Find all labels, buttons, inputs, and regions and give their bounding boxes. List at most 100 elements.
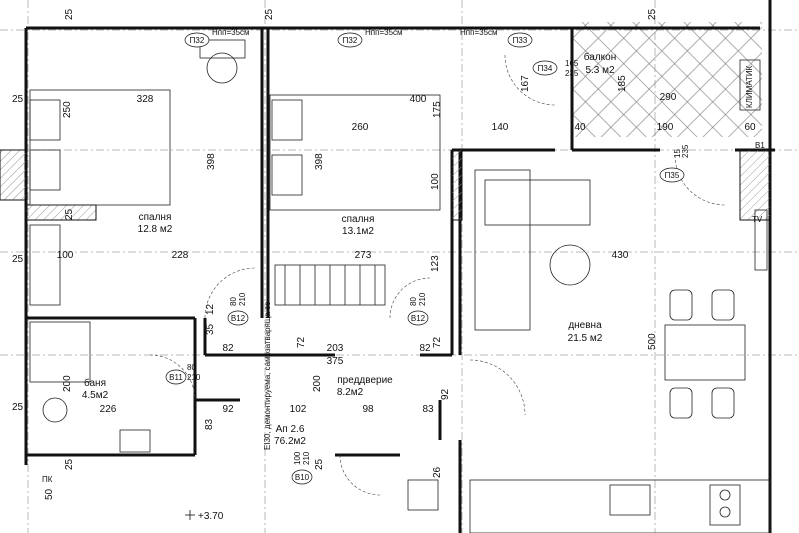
- dim-83a: 83: [422, 404, 434, 415]
- dim-25e: 25: [264, 8, 275, 20]
- dim-165: 165: [565, 59, 579, 68]
- bath-area: 4.5м2: [82, 390, 109, 401]
- tag-p132a: П32: [190, 36, 205, 45]
- dim-35: 35: [205, 323, 216, 335]
- apartment-area: 76.2м2: [274, 436, 306, 447]
- tv-unit: [754, 209, 768, 271]
- tag-b12b: В12: [411, 314, 426, 323]
- tag-b1: В1: [755, 141, 765, 150]
- dim-203: 203: [327, 343, 344, 354]
- dimensions: 328 400 260 398 398 250 228 100 273 100 …: [12, 8, 756, 500]
- dim-102: 102: [290, 404, 307, 415]
- dim-398a: 398: [206, 153, 217, 170]
- dim-190: 190: [657, 122, 674, 133]
- dim-260: 260: [352, 122, 369, 133]
- balcony-area: 5.3 м2: [585, 65, 615, 76]
- dim-25i: 25: [64, 208, 75, 220]
- hall-area: 8.2м2: [337, 387, 364, 398]
- bedroom-1-name: спалня: [139, 212, 172, 223]
- dim-25a: 25: [64, 8, 75, 20]
- level-mark: +3.70: [198, 511, 224, 522]
- dim-25c: 25: [12, 254, 24, 265]
- coffee-table: [549, 244, 591, 286]
- dim-25f: 25: [647, 8, 658, 20]
- tv-label: TV: [752, 215, 763, 224]
- dim-210d: 210: [302, 451, 311, 465]
- tag-p132b: П32: [343, 36, 358, 45]
- balcony-floor: [572, 22, 762, 137]
- dim-398b: 398: [314, 153, 325, 170]
- hall-name: преддверие: [337, 375, 393, 386]
- wardrobe-1: [29, 224, 61, 306]
- furniture: [29, 39, 771, 533]
- sill-height-1: Нпп=35см: [212, 28, 250, 37]
- dim-210a: 210: [238, 292, 247, 306]
- living-name: дневна: [568, 320, 602, 331]
- dim-98: 98: [362, 404, 374, 415]
- notes: Нпп=35см Нпп=35см Нпп=35см ЕI30, демонти…: [42, 28, 763, 484]
- bed-1: [29, 89, 171, 206]
- dim-72a: 72: [296, 336, 307, 348]
- dim-328: 328: [137, 94, 154, 105]
- kitchen-counter: [469, 479, 771, 533]
- dim-80c: 80: [187, 363, 196, 372]
- dim-175: 175: [432, 101, 443, 118]
- dim-100c: 100: [293, 451, 302, 465]
- dim-290: 290: [660, 92, 677, 103]
- dim-235b: 235: [681, 144, 690, 158]
- balcony-name: балкон: [584, 51, 616, 63]
- dining-table: [664, 324, 746, 381]
- tag-b11: В11: [169, 373, 183, 382]
- dim-12: 12: [205, 303, 216, 315]
- bed-2: [269, 94, 441, 211]
- bedroom-2-area: 13.1м2: [342, 226, 374, 237]
- dim-40: 40: [574, 122, 586, 133]
- living-area: 21.5 м2: [568, 333, 603, 344]
- dim-200a: 200: [62, 375, 73, 392]
- washbasin: [119, 429, 151, 453]
- dim-25g: 25: [64, 458, 75, 470]
- dim-500: 500: [647, 333, 658, 350]
- dim-72b: 72: [432, 336, 443, 348]
- dim-185: 185: [617, 75, 628, 92]
- wall-hatch: [0, 149, 771, 221]
- dim-92: 92: [222, 404, 234, 415]
- dim-100a: 100: [57, 250, 74, 261]
- chair-1: [206, 52, 238, 84]
- dim-82a: 82: [222, 343, 234, 354]
- dim-15: 15: [673, 149, 682, 158]
- dim-226: 226: [100, 404, 117, 415]
- element-tags: П32 П32 П33 П34 П35 В11 В12 В12 В10 В1: [165, 32, 765, 485]
- dim-375: 375: [327, 356, 344, 367]
- dim-273: 273: [355, 250, 372, 261]
- tag-p135: П35: [665, 171, 680, 180]
- pk-label: ПК: [42, 475, 53, 484]
- apartment-id: Ап 2.6: [276, 424, 305, 435]
- ac-label: КЛИМАТИК: [745, 65, 754, 108]
- dim-92b: 92: [440, 388, 451, 400]
- dim-80a: 80: [229, 297, 238, 306]
- doors: [149, 54, 726, 496]
- dim-400: 400: [410, 94, 427, 105]
- bath-name: баня: [84, 377, 106, 389]
- sofa: [474, 169, 531, 331]
- dim-83b: 83: [204, 418, 215, 430]
- dim-123: 123: [430, 255, 441, 272]
- dim-25d: 25: [12, 402, 24, 413]
- dim-200b: 200: [312, 375, 323, 392]
- dim-430: 430: [612, 250, 629, 261]
- tag-b10: В10: [295, 473, 310, 482]
- dim-250: 250: [62, 101, 73, 118]
- dim-167: 167: [520, 75, 531, 92]
- dim-210c: 210: [187, 373, 201, 382]
- dim-80b: 80: [409, 297, 418, 306]
- bedroom-2-name: спалня: [342, 214, 375, 225]
- bedroom-1-area: 12.8 м2: [138, 224, 173, 235]
- dim-235a: 235: [565, 69, 579, 78]
- dim-210b: 210: [418, 292, 427, 306]
- room-labels: спалня 12.8 м2 спалня 13.1м2 балкон 5.3 …: [82, 51, 616, 522]
- dim-50: 50: [44, 488, 55, 500]
- tag-p133: П33: [513, 36, 528, 45]
